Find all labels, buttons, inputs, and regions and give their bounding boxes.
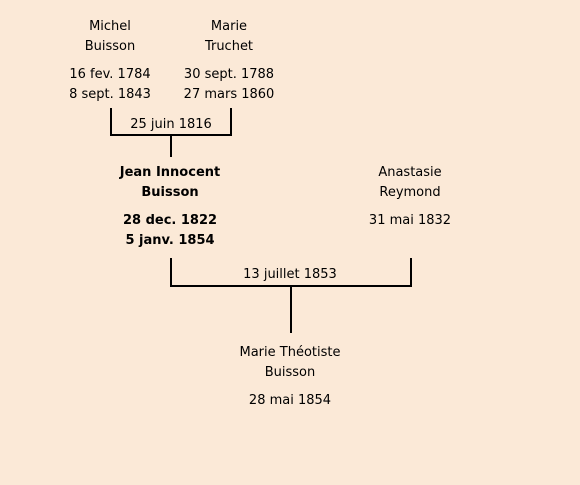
birth-date: 28 mai 1854 bbox=[248, 393, 332, 408]
last-name: Buisson bbox=[141, 185, 199, 200]
connector-left-drop bbox=[110, 108, 112, 136]
person-marie-truchet: Marie Truchet 30 sept. 1788 27 mars 1860 bbox=[169, 17, 289, 105]
last-name: Buisson bbox=[84, 39, 136, 54]
death-date: 8 sept. 1843 bbox=[69, 87, 151, 102]
first-name: Jean Innocent bbox=[119, 165, 221, 180]
connector-stem bbox=[170, 134, 172, 157]
person-jean-innocent-buisson: Jean Innocent Buisson 28 dec. 1822 5 jan… bbox=[90, 163, 250, 251]
birth-date: 30 sept. 1788 bbox=[183, 67, 275, 82]
person-anastasie-reymond: Anastasie Reymond 31 mai 1832 bbox=[350, 163, 470, 231]
birth-date: 28 dec. 1822 bbox=[122, 213, 218, 228]
person-marie-theotiste-buisson: Marie Théotiste Buisson 28 mai 1854 bbox=[210, 343, 370, 411]
first-name: Marie Théotiste bbox=[239, 345, 341, 360]
birth-date: 31 mai 1832 bbox=[368, 213, 452, 228]
first-name: Anastasie bbox=[378, 165, 442, 180]
death-date: 27 mars 1860 bbox=[183, 87, 275, 102]
connector-right-drop bbox=[410, 258, 412, 287]
birth-date: 16 fev. 1784 bbox=[69, 67, 151, 82]
first-name: Marie bbox=[210, 19, 248, 34]
connector-left-drop bbox=[170, 258, 172, 287]
connector-stem bbox=[290, 285, 292, 333]
person-michel-buisson: Michel Buisson 16 fev. 1784 8 sept. 1843 bbox=[50, 17, 170, 105]
last-name: Truchet bbox=[204, 39, 254, 54]
last-name: Reymond bbox=[379, 185, 441, 200]
marriage-date-grandparents: 25 juin 1816 bbox=[130, 117, 212, 132]
first-name: Michel bbox=[89, 19, 131, 34]
death-date: 5 janv. 1854 bbox=[125, 233, 215, 248]
connector-right-drop bbox=[230, 108, 232, 136]
last-name: Buisson bbox=[264, 365, 316, 380]
marriage-date-parents: 13 juillet 1853 bbox=[243, 267, 337, 282]
